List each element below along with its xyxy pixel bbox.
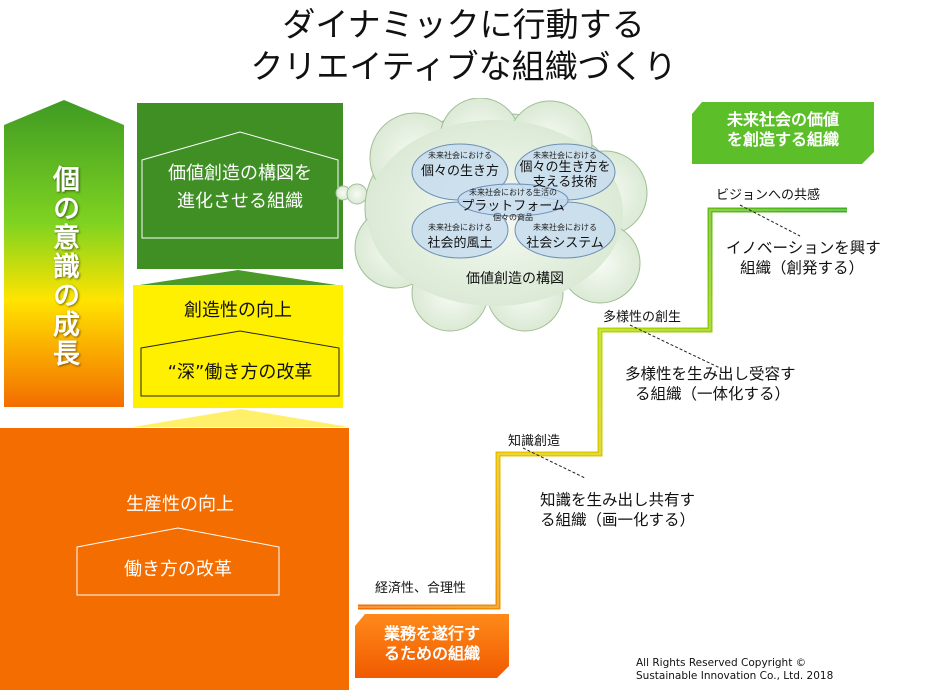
green-box-text: 価値創造の構図を 進化させる組織 xyxy=(140,160,340,216)
bottom-badge-line-2: るための組織 xyxy=(383,644,480,663)
copyright-line-2: Sustainable Innovation Co., Ltd. 2018 xyxy=(636,670,834,682)
creativity-block xyxy=(133,285,343,408)
step-3-description: 多様性を生み出し受容す る組織（一体化する） xyxy=(625,364,796,404)
step-4-label: ビジョンへの共感 xyxy=(716,188,821,203)
center-oval-big: プラットフォーム xyxy=(461,199,565,214)
staircase xyxy=(358,204,847,610)
step-3-label: 多様性の創生 xyxy=(603,310,682,325)
top-badge-line-1: 未来社会の価値 xyxy=(726,110,839,129)
center-oval-small: 未来社会における生活の xyxy=(469,188,557,197)
step-3-desc-line-2: る組織（一体化する） xyxy=(635,385,791,403)
oval-1-big: 個々の生き方 xyxy=(420,164,499,179)
step-2-desc-line-1: 知識を生み出し共有す xyxy=(540,491,696,509)
cloud-caption: 価値創造の構図 xyxy=(466,271,564,287)
orange-box-heading: 生産性の向上 xyxy=(126,494,234,515)
future-value-badge-text: 未来社会の価値 を創造する組織 xyxy=(692,110,874,150)
step-4-desc-line-2: 組織（創発する） xyxy=(740,259,865,277)
copyright-line-1: All Rights Reserved Copyright © xyxy=(636,657,807,669)
business-org-badge-shape xyxy=(355,614,509,678)
orange-box-inner: 働き方の改革 xyxy=(124,559,232,580)
oval-4-small: 未来社会における xyxy=(533,223,597,232)
oval-4-big: 社会システム xyxy=(526,236,604,251)
bottom-badge-line-1: 業務を遂行す xyxy=(383,624,480,643)
future-value-badge-shape xyxy=(692,102,874,164)
step-2-label: 知識創造 xyxy=(508,434,561,449)
house-outline-yellow xyxy=(140,330,340,397)
green-step-roof xyxy=(133,270,343,286)
title-line-2: クリエイティブな組織づくり xyxy=(250,47,677,86)
business-org-badge-text: 業務を遂行す るための組織 xyxy=(355,624,509,664)
green-box-line-2: 進化させる組織 xyxy=(177,191,303,212)
title-line-1: ダイナミックに行動する xyxy=(282,5,645,44)
value-creation-block xyxy=(137,103,343,269)
oval-3-big: 社会的風土 xyxy=(427,236,493,251)
oval-3-small: 未来社会における xyxy=(428,223,492,232)
step-4-description: イノベーションを興す 組織（創発する） xyxy=(726,238,881,278)
green-box-line-1: 価値創造の構図を xyxy=(168,163,312,184)
step-3-desc-line-1: 多様性を生み出し受容す xyxy=(625,365,796,383)
copyright: All Rights Reserved Copyright © Sustaina… xyxy=(636,657,833,683)
oval-1-small: 未来社会における xyxy=(428,151,492,160)
step-4-desc-line-1: イノベーションを興す xyxy=(726,239,881,257)
center-oval-sub: 個々の商品 xyxy=(493,213,533,222)
oval-2-big: 個々の生き方を支える技術 xyxy=(519,160,611,190)
yellow-box-heading: 創造性の向上 xyxy=(184,300,292,321)
step-1-label: 経済性、合理性 xyxy=(375,581,467,596)
step-2-desc-line-2: る組織（画一化する） xyxy=(540,511,696,529)
yellow-step-roof xyxy=(133,409,349,427)
top-badge-line-2: を創造する組織 xyxy=(726,130,839,149)
value-diagram-ovals xyxy=(411,143,616,259)
oval-2-small: 未来社会における xyxy=(533,151,597,160)
house-outline-green xyxy=(141,131,339,239)
step-2-description: 知識を生み出し共有す る組織（画一化する） xyxy=(540,490,695,530)
individual-growth-label: 個の意識の成長 xyxy=(48,165,79,368)
double-arrow-divider xyxy=(124,100,134,415)
yellow-box-inner: “深”働き方の改革 xyxy=(167,362,313,383)
house-outline-orange xyxy=(76,527,280,596)
productivity-block xyxy=(0,428,349,690)
growth-arrow xyxy=(4,100,124,407)
